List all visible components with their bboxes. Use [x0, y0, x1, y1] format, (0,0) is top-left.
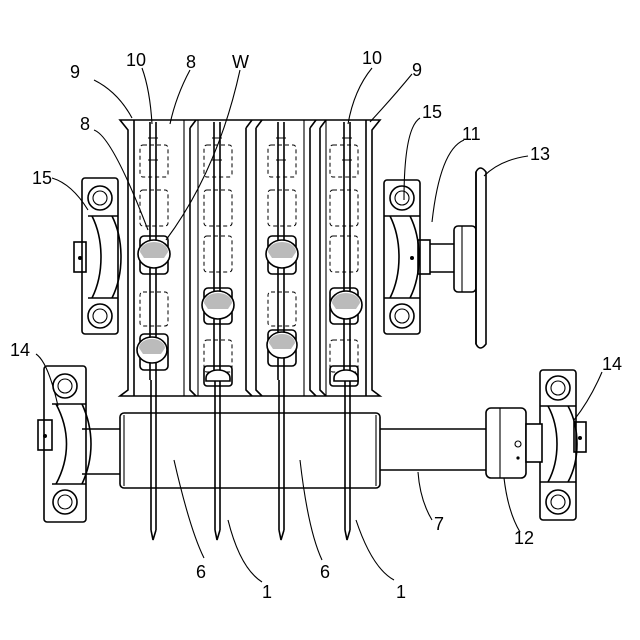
coupling-12 [486, 408, 542, 478]
label-8-left: 8 [80, 114, 90, 134]
label-10-right: 10 [362, 48, 382, 68]
pocket-solid [140, 236, 358, 386]
workpieces-W [137, 240, 362, 381]
pocket-windows [140, 145, 358, 372]
label-13: 13 [530, 144, 550, 164]
label-6-right: 6 [320, 562, 330, 582]
label-7: 7 [434, 514, 444, 534]
label-15-left: 15 [32, 168, 52, 188]
label-8-top: 8 [186, 52, 196, 72]
roller-6 [120, 413, 380, 488]
label-1-left: 1 [262, 582, 272, 602]
label-12: 12 [514, 528, 534, 548]
reference-labels: 9 10 8 W 10 9 8 15 11 13 15 14 14 6 1 6 … [10, 48, 622, 602]
label-6-left: 6 [196, 562, 206, 582]
label-1-right: 1 [396, 582, 406, 602]
label-9-right: 9 [412, 60, 422, 80]
bearing-14-right [540, 370, 586, 520]
label-14-left: 14 [10, 340, 30, 360]
label-9-left: 9 [70, 62, 80, 82]
label-11: 11 [462, 124, 481, 144]
bearing-15-left [74, 178, 121, 334]
bearing-14-left [38, 366, 91, 522]
leader-lines [36, 68, 602, 582]
shaft-11 [430, 226, 476, 292]
disc-13 [476, 168, 486, 348]
label-14-right: 14 [602, 354, 622, 374]
bearing-15-right [384, 180, 430, 334]
label-W: W [232, 52, 249, 72]
label-10-left: 10 [126, 50, 146, 70]
label-15-right: 15 [422, 102, 442, 122]
